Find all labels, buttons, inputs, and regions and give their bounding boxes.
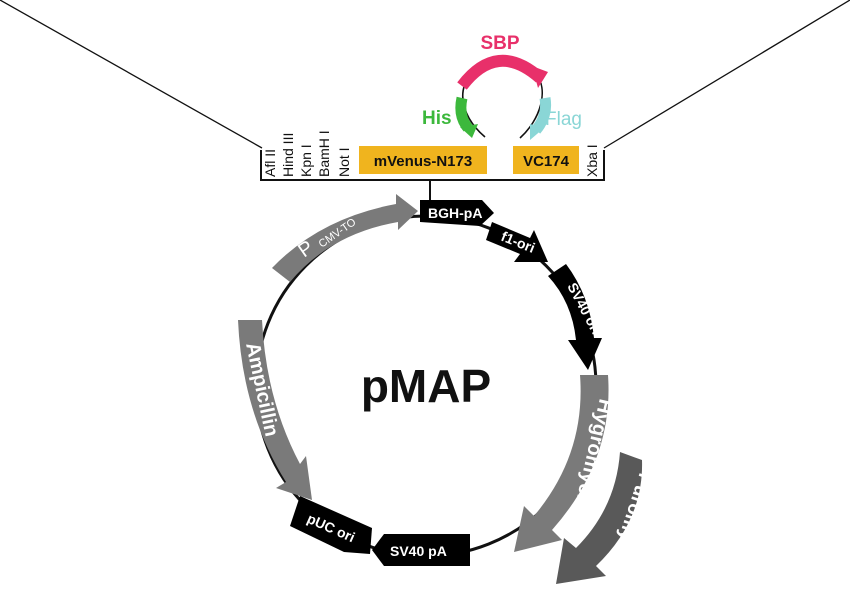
site-hind3: Hind III bbox=[280, 133, 296, 177]
site-kpn1: Kpn I bbox=[298, 144, 314, 177]
vc174-box bbox=[513, 146, 579, 174]
sv40-pa-label: SV40 pA bbox=[390, 543, 447, 559]
site-xba1: Xba I bbox=[584, 144, 600, 177]
sbp-arrowhead bbox=[532, 66, 548, 88]
sbp-arc bbox=[457, 54, 544, 90]
flag-arrowhead bbox=[530, 124, 544, 140]
bgh-pa-label: BGH-pA bbox=[428, 205, 482, 221]
site-bamh1: BamH I bbox=[316, 130, 332, 177]
his-label: His bbox=[422, 108, 452, 129]
insert-bracket bbox=[260, 150, 605, 181]
site-not1: Not I bbox=[336, 147, 352, 177]
puromycin-arrow bbox=[556, 452, 643, 584]
plasmid-name: pMAP bbox=[361, 360, 491, 412]
hygromycin-arrow bbox=[514, 375, 609, 552]
bgh-pa-arrow bbox=[420, 200, 494, 226]
zoom-line-right bbox=[603, 0, 850, 149]
site-afl2: Afl II bbox=[262, 149, 278, 177]
pcmv-to-arrow bbox=[272, 194, 418, 282]
ampicillin-label: Ampicillin bbox=[241, 340, 282, 438]
sv40-ori-arrow bbox=[548, 264, 602, 370]
flag-label: Flag bbox=[545, 109, 582, 130]
ampicillin-arrow bbox=[238, 320, 312, 500]
f1-ori-arrow bbox=[486, 222, 548, 262]
sv40-pa-arrow bbox=[372, 534, 470, 566]
sbp-label: SBP bbox=[480, 33, 519, 54]
his-arrowhead bbox=[460, 124, 478, 138]
puc-ori-arrow bbox=[290, 496, 372, 554]
mvenus-n173-label: mVenus-N173 bbox=[374, 153, 472, 170]
zoom-line-left bbox=[0, 0, 263, 149]
mvenus-n173-box bbox=[359, 146, 487, 174]
vc174-label: VC174 bbox=[523, 153, 570, 170]
